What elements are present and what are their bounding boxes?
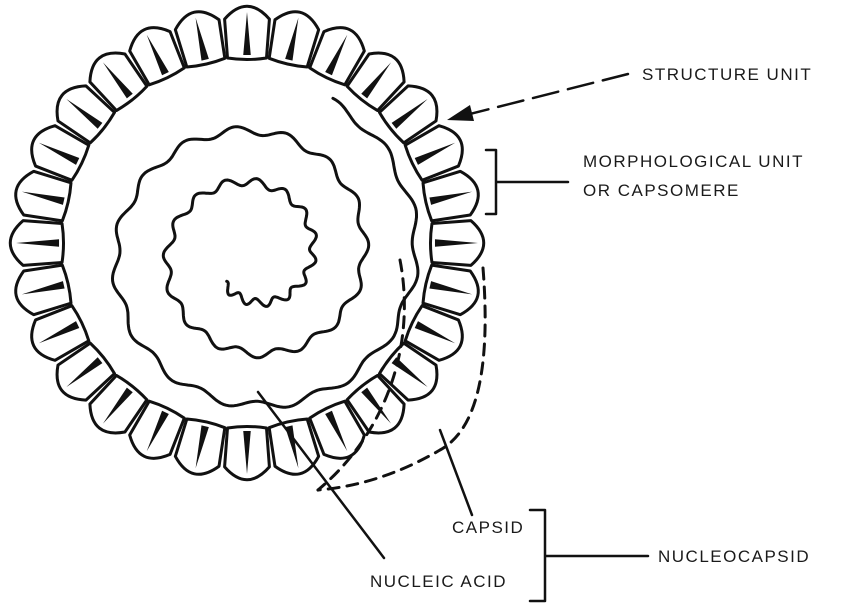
morphological-unit-label: MORPHOLOGICAL UNIT bbox=[583, 152, 804, 171]
nucleic-acid-spiral bbox=[113, 98, 418, 407]
morphological-unit-bracket bbox=[486, 150, 568, 214]
capsid-label: CAPSID bbox=[452, 518, 524, 537]
nucleocapsid-bracket bbox=[530, 510, 648, 601]
structure-unit-arrowhead bbox=[447, 105, 474, 121]
capsomere-label: OR CAPSOMERE bbox=[583, 181, 740, 200]
nucleocapsid-label: NUCLEOCAPSID bbox=[658, 547, 810, 566]
nucleic-acid-label: NUCLEIC ACID bbox=[370, 572, 507, 591]
structure-unit-leader bbox=[462, 74, 628, 116]
structure-unit-label: STRUCTURE UNIT bbox=[642, 65, 812, 84]
capsid-leader bbox=[440, 430, 472, 515]
